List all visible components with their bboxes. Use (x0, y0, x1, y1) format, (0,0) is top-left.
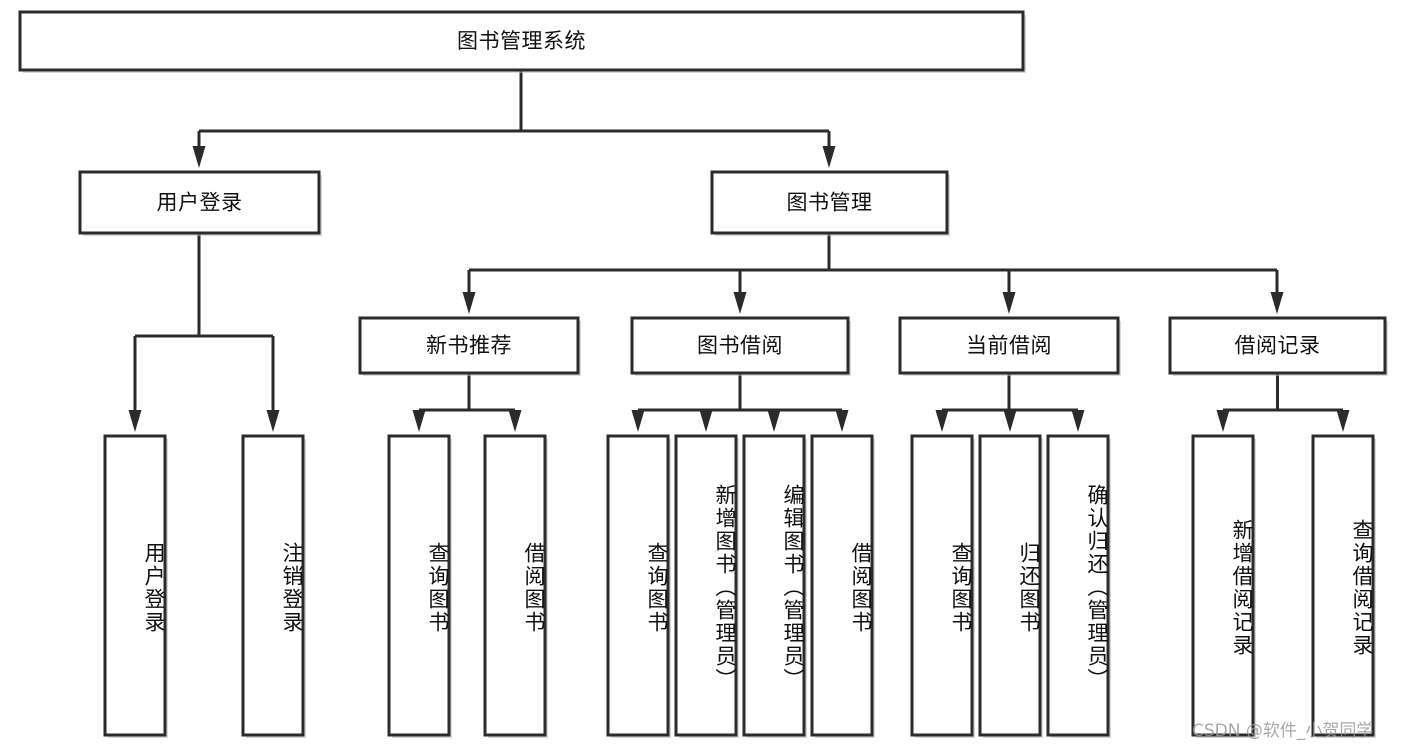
box-layer (18, 10, 1388, 738)
node-leaf-return-book[interactable] (978, 434, 1042, 737)
node-leaf-query-book-2[interactable] (606, 434, 670, 737)
node-book-manage-label: 图书管理 (787, 191, 873, 215)
node-leaf-query-book-3[interactable] (910, 434, 974, 737)
arrow-head-icon (835, 410, 849, 432)
node-leaf-borrow-book-1[interactable] (483, 434, 547, 737)
arrow-head-icon (767, 410, 781, 432)
node-leaf-user-login[interactable] (103, 434, 167, 737)
node-user-login-label: 用户登录 (157, 191, 243, 215)
arrow-head-icon (128, 410, 142, 432)
arrow-head-icon (631, 410, 645, 432)
node-leaf-query-book-1[interactable] (387, 434, 451, 737)
arrow-head-icon (266, 410, 280, 432)
node-book-borrow-label: 图书借阅 (697, 334, 783, 358)
node-root-title-label: 图书管理系统 (457, 29, 586, 53)
node-user-login[interactable] (78, 170, 321, 235)
arrow-head-icon (822, 146, 836, 168)
connector-layer (128, 70, 1350, 432)
node-current-borrow-label: 当前借阅 (966, 334, 1052, 358)
node-borrow-record[interactable] (1168, 316, 1387, 375)
arrow-head-icon (1216, 410, 1230, 432)
node-leaf-logout[interactable] (241, 434, 305, 737)
node-leaf-add-record[interactable] (1191, 434, 1255, 737)
arrow-head-icon (699, 410, 713, 432)
arrow-head-icon (508, 410, 522, 432)
node-leaf-query-record[interactable] (1311, 434, 1375, 737)
arrow-head-icon (192, 146, 206, 168)
arrow-head-icon (733, 292, 747, 314)
node-leaf-add-book[interactable] (674, 434, 738, 737)
node-borrow-record-label: 借阅记录 (1235, 334, 1321, 358)
arrow-head-icon (1270, 292, 1284, 314)
arrow-head-icon (412, 410, 426, 432)
arrow-head-icon (1071, 410, 1085, 432)
node-leaf-edit-book[interactable] (742, 434, 806, 737)
node-new-book-recommend-label: 新书推荐 (426, 334, 512, 358)
arrow-head-icon (462, 292, 476, 314)
node-book-manage[interactable] (710, 170, 949, 235)
arrow-head-icon (1003, 410, 1017, 432)
node-current-borrow[interactable] (898, 316, 1120, 375)
csdn-watermark: CSDN @软件_小贺同学 (1192, 721, 1374, 741)
arrow-head-icon (935, 410, 949, 432)
arrow-head-icon (1002, 292, 1016, 314)
arrow-head-icon (1336, 410, 1350, 432)
node-root-title[interactable] (18, 10, 1025, 72)
node-new-book-recommend[interactable] (358, 316, 580, 375)
node-leaf-confirm-return[interactable] (1046, 434, 1110, 737)
node-leaf-borrow-book-2[interactable] (810, 434, 874, 737)
node-book-borrow[interactable] (630, 316, 850, 375)
